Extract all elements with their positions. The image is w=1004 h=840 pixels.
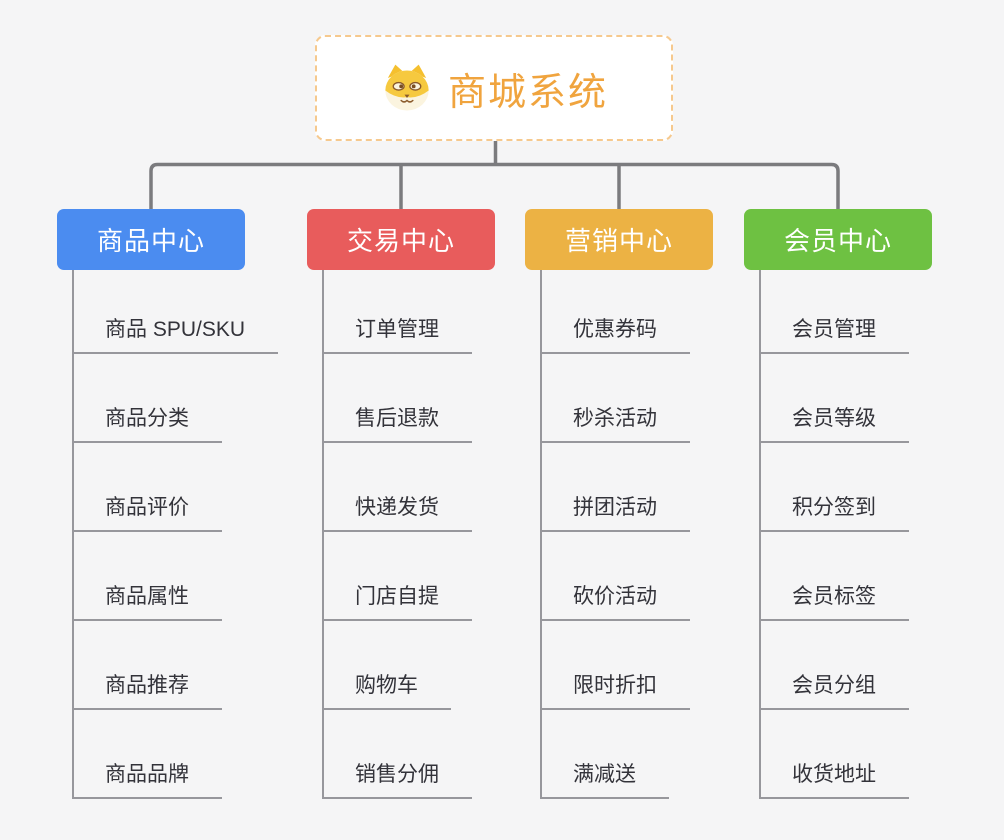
branch-spine-trade [322,270,324,799]
leaf-node-limited-time-discount[interactable]: 限时折扣 [540,672,690,710]
leaf-node-express-delivery[interactable]: 快递发货 [322,494,472,532]
leaf-node-shopping-cart[interactable]: 购物车 [322,672,451,710]
leaf-node-member-group[interactable]: 会员分组 [759,672,909,710]
leaf-node-order-management[interactable]: 订单管理 [322,316,472,354]
branch-spine-member [759,270,761,799]
branch-node-product-center[interactable]: 商品中心 [57,209,245,270]
leaf-node-bargain-activity[interactable]: 砍价活动 [540,583,690,621]
leaf-node-member-management[interactable]: 会员管理 [759,316,909,354]
leaf-node-flash-sale[interactable]: 秒杀活动 [540,405,690,443]
connector-rail [149,162,840,209]
branch-node-member-center[interactable]: 会员中心 [744,209,932,270]
leaf-node-sales-commission[interactable]: 销售分佣 [322,761,472,799]
branch-node-marketing-center[interactable]: 营销中心 [525,209,713,270]
leaf-node-product-spu-sku[interactable]: 商品 SPU/SKU [72,316,279,354]
leaf-node-aftersale-refund[interactable]: 售后退款 [322,405,472,443]
leaf-node-product-review[interactable]: 商品评价 [72,494,222,532]
leaf-node-group-buy[interactable]: 拼团活动 [540,494,690,532]
leaf-node-product-attribute[interactable]: 商品属性 [72,583,222,621]
leaf-node-points-checkin[interactable]: 积分签到 [759,494,909,532]
branch-spine-product [72,270,74,799]
dog-face-icon [385,64,429,111]
leaf-node-full-reduction[interactable]: 满减送 [540,761,669,799]
leaf-node-member-tag[interactable]: 会员标签 [759,583,909,621]
leaf-node-product-recommend[interactable]: 商品推荐 [72,672,222,710]
leaf-node-coupon-code[interactable]: 优惠券码 [540,316,690,354]
branch-spine-marketing [540,270,542,799]
leaf-node-member-level[interactable]: 会员等级 [759,405,909,443]
leaf-node-product-brand[interactable]: 商品品牌 [72,761,222,799]
leaf-node-product-category[interactable]: 商品分类 [72,405,222,443]
root-node-label: 商城系统 [447,71,608,114]
root-node[interactable]: 商城系统 [315,35,673,141]
leaf-node-store-pickup[interactable]: 门店自提 [322,583,472,621]
branch-node-trade-center[interactable]: 交易中心 [307,209,495,270]
leaf-node-shipping-address[interactable]: 收货地址 [759,761,909,799]
